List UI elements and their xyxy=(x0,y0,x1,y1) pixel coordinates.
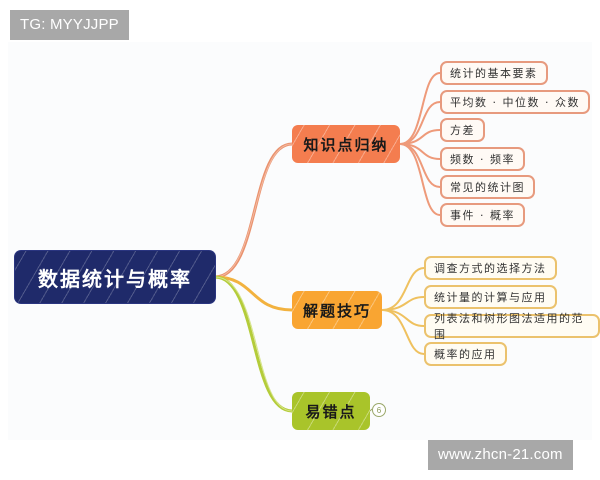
leaf-node[interactable]: 列表法和树形图法适用的范围 xyxy=(424,312,600,341)
leaf-label: 统计的基本要素 xyxy=(450,67,538,80)
leaf-node[interactable]: 统计量的计算与应用 xyxy=(424,285,557,309)
leaf-label: 调查方式的选择方法 xyxy=(434,262,547,275)
watermark-top: TG: MYYJJPP xyxy=(10,10,129,40)
leaf-node[interactable]: 事件 · 概率 xyxy=(440,203,525,227)
leaf-label: 方差 xyxy=(450,124,475,137)
watermark-bottom: www.zhcn-21.com xyxy=(428,440,573,470)
branch-node-knowledge[interactable]: 知识点归纳 xyxy=(292,125,400,163)
root-label: 数据统计与概率 xyxy=(38,266,192,291)
leaf-node[interactable]: 平均数 · 中位数 · 众数 xyxy=(440,90,590,114)
branch-label: 知识点归纳 xyxy=(303,135,389,154)
collapsed-count-badge[interactable]: 6 xyxy=(372,403,386,417)
leaf-label: 平均数 · 中位数 · 众数 xyxy=(450,96,580,109)
root-node[interactable]: 数据统计与概率 xyxy=(15,251,215,303)
leaf-label: 频数 · 频率 xyxy=(450,153,515,166)
branch-node-techniques[interactable]: 解题技巧 xyxy=(292,291,382,329)
leaf-node[interactable]: 调查方式的选择方法 xyxy=(424,256,557,280)
leaf-node[interactable]: 常见的统计图 xyxy=(440,175,535,199)
leaf-node[interactable]: 方差 xyxy=(440,118,485,142)
leaf-label: 概率的应用 xyxy=(434,348,497,361)
branch-node-mistakes[interactable]: 易错点 xyxy=(292,392,370,430)
leaf-label: 常见的统计图 xyxy=(450,181,525,194)
leaf-node[interactable]: 统计的基本要素 xyxy=(440,61,548,85)
leaf-label: 列表法和树形图法适用的范围 xyxy=(434,312,584,341)
branch-label: 易错点 xyxy=(305,402,357,421)
leaf-node[interactable]: 概率的应用 xyxy=(424,342,507,366)
leaf-label: 统计量的计算与应用 xyxy=(434,291,547,304)
branch-label: 解题技巧 xyxy=(302,301,371,320)
leaf-label: 事件 · 概率 xyxy=(450,209,515,222)
leaf-node[interactable]: 频数 · 频率 xyxy=(440,147,525,171)
